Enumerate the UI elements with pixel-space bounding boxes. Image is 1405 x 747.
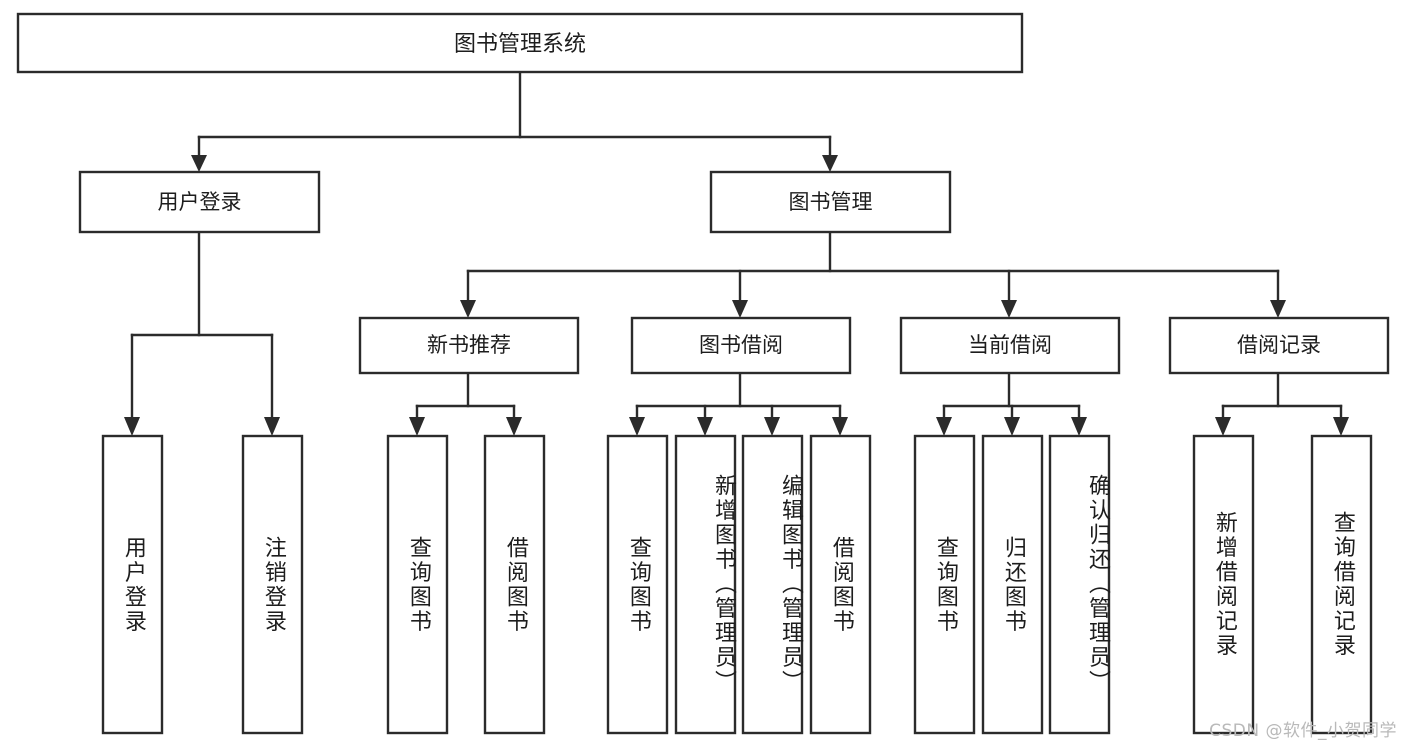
node-borrow[interactable]: 图书借阅 — [630, 316, 852, 375]
node-current-box[interactable] — [899, 316, 1121, 375]
arrow-head-leaf5 — [629, 417, 645, 436]
node-leaf2-box[interactable] — [241, 434, 304, 735]
node-bookmgmt-label: 图书管理 — [789, 190, 873, 214]
arrow-head-current — [1001, 300, 1017, 318]
arrow-head-leaf11 — [1071, 417, 1087, 436]
node-login-label: 用户登录 — [158, 190, 242, 214]
connector-layer — [124, 70, 1349, 436]
node-login-box[interactable] — [78, 170, 321, 234]
node-leaf10-box[interactable] — [981, 434, 1044, 735]
node-borrow-box[interactable] — [630, 316, 852, 375]
node-login[interactable]: 用户登录 — [78, 170, 321, 234]
node-leaf13-box[interactable] — [1310, 434, 1373, 735]
node-leaf7-box[interactable] — [741, 434, 804, 735]
node-leaf3-box[interactable] — [386, 434, 449, 735]
arrow-head-borrow — [732, 300, 748, 318]
node-leaf5-box[interactable] — [606, 434, 669, 735]
node-current[interactable]: 当前借阅 — [899, 316, 1121, 375]
node-records-box[interactable] — [1168, 316, 1390, 375]
csdn-watermark: CSDN @软件_小贺同学 — [1209, 721, 1397, 741]
node-leaf9-box[interactable] — [913, 434, 976, 735]
arrow-head-leaf12 — [1215, 417, 1231, 436]
node-root[interactable]: 图书管理系统 — [16, 12, 1024, 74]
node-root-label: 图书管理系统 — [454, 32, 586, 57]
node-leaf12-box[interactable] — [1192, 434, 1255, 735]
arrow-head-newbook — [460, 300, 476, 318]
node-root-box[interactable] — [16, 12, 1024, 74]
arrow-head-records — [1270, 300, 1286, 318]
arrow-head-leaf3 — [409, 417, 425, 436]
node-leaf11-box[interactable] — [1048, 434, 1111, 735]
arrow-head-leaf8 — [832, 417, 848, 436]
node-leaf4-box[interactable] — [483, 434, 546, 735]
node-newbook-label: 新书推荐 — [427, 333, 511, 357]
arrow-head-leaf7 — [764, 417, 780, 436]
arrow-head-bookmgmt — [822, 155, 838, 172]
node-borrow-label: 图书借阅 — [699, 333, 783, 357]
arrow-head-leaf10 — [1004, 417, 1020, 436]
arrow-head-leaf4 — [506, 417, 522, 436]
node-newbook-box[interactable] — [358, 316, 580, 375]
node-leaf1-box[interactable] — [101, 434, 164, 735]
node-bookmgmt-box[interactable] — [709, 170, 952, 234]
node-bookmgmt[interactable]: 图书管理 — [709, 170, 952, 234]
node-current-label: 当前借阅 — [968, 333, 1052, 357]
node-layer: 图书管理系统 用户登录 图书管理 新书推荐 图书借阅 当前 — [16, 12, 1390, 735]
arrow-head-leaf6 — [697, 417, 713, 436]
node-leaf6-box[interactable] — [674, 434, 737, 735]
arrow-head-leaf2 — [264, 417, 280, 436]
arrow-head-login — [191, 155, 207, 172]
arrow-head-leaf9 — [936, 417, 952, 436]
arrow-head-leaf13 — [1333, 417, 1349, 436]
node-leaf8-box[interactable] — [809, 434, 872, 735]
arrow-head-leaf1 — [124, 417, 140, 436]
node-records-label: 借阅记录 — [1237, 333, 1321, 357]
node-records[interactable]: 借阅记录 — [1168, 316, 1390, 375]
node-newbook[interactable]: 新书推荐 — [358, 316, 580, 375]
